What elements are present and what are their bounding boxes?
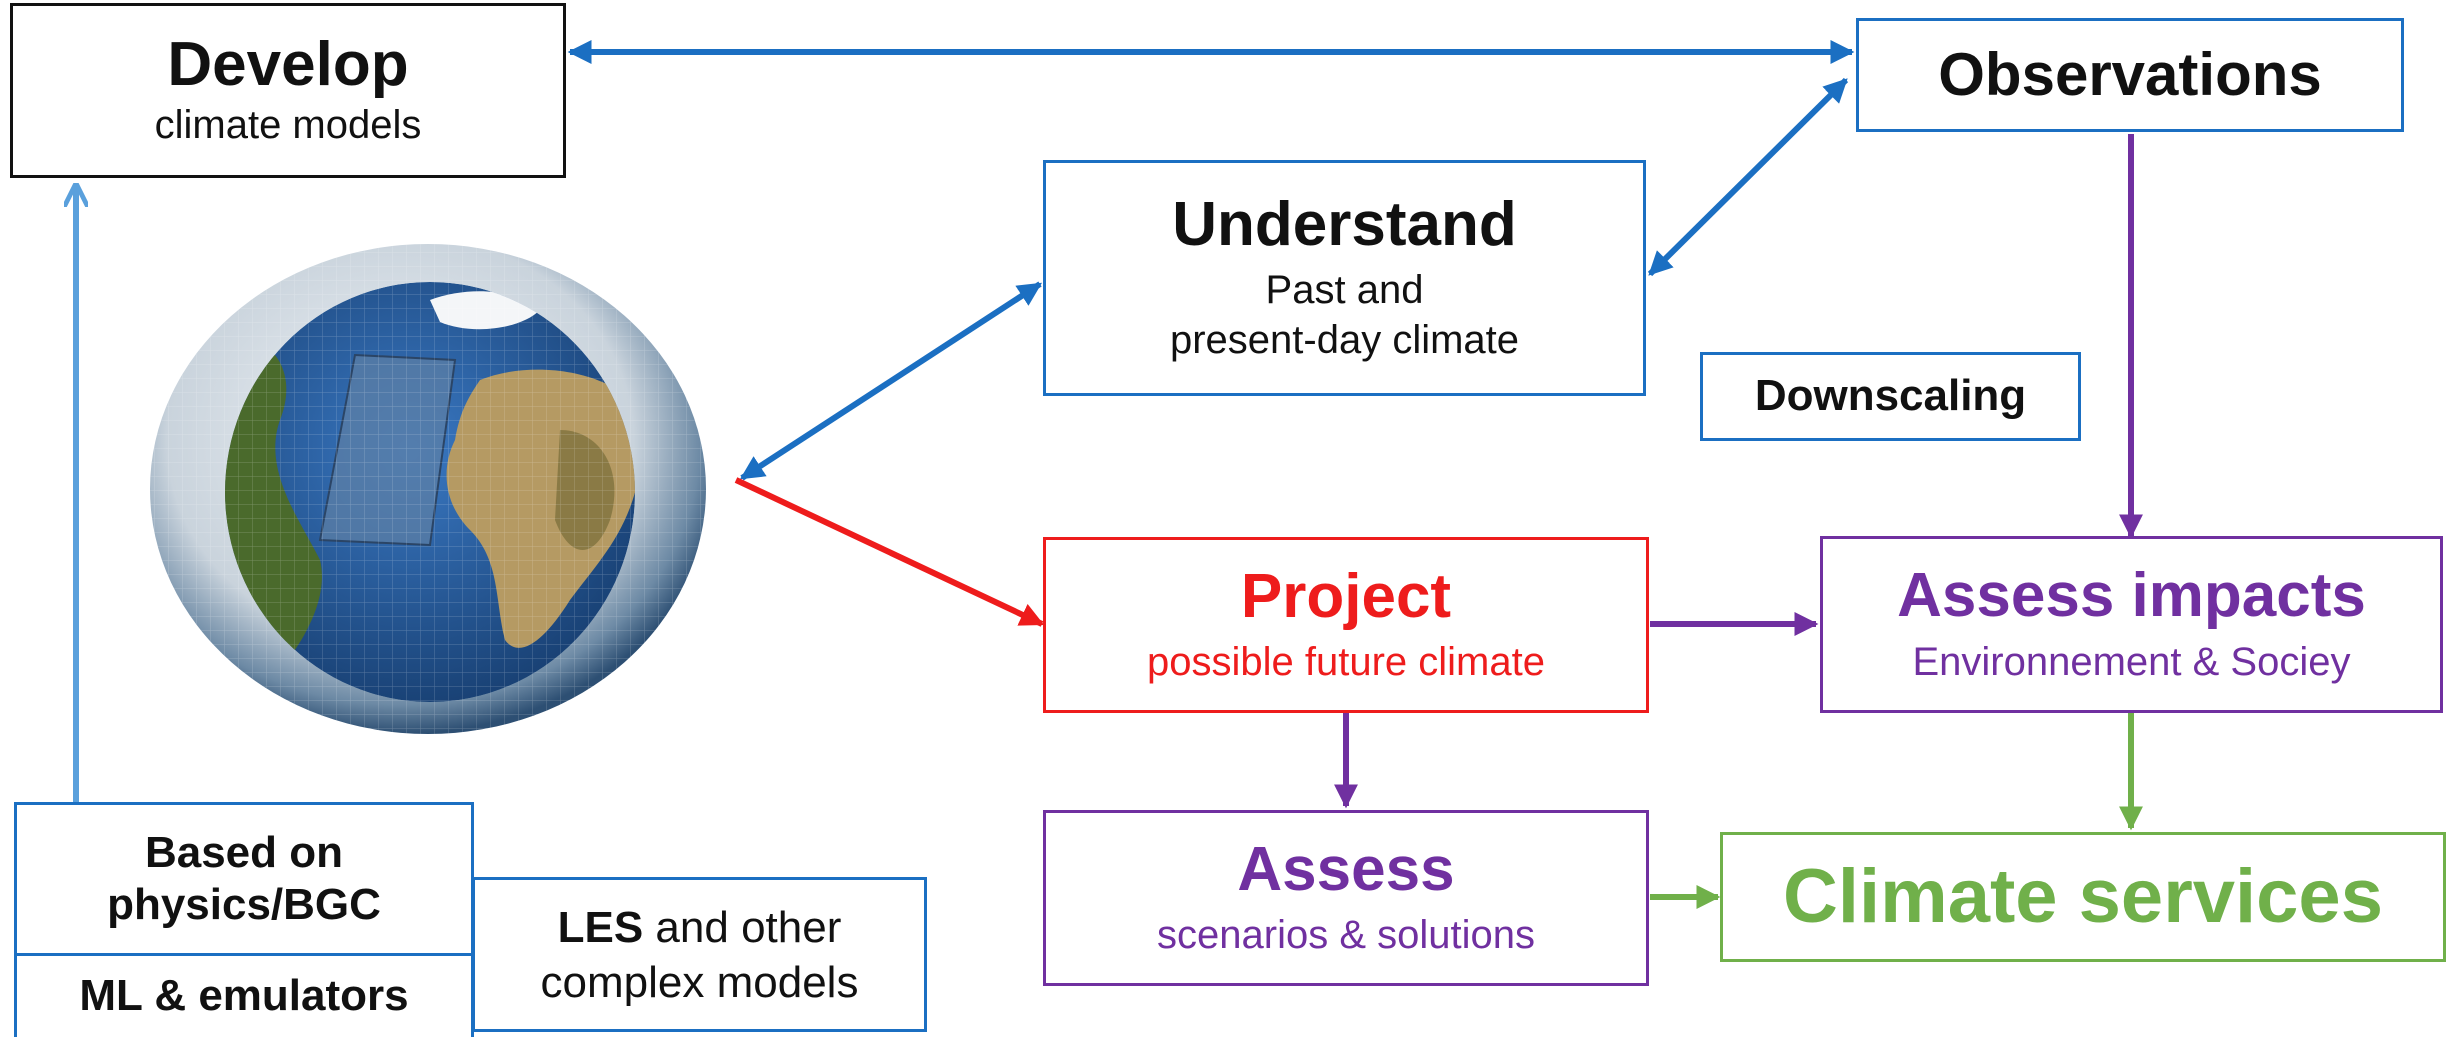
downscaling-box: Downscaling [1700, 352, 2081, 441]
observations-box: Observations [1856, 18, 2404, 132]
develop-subtitle: climate models [154, 102, 422, 147]
ml-emulators-label: ML & emulators [79, 971, 409, 1021]
project-title: Project [1240, 561, 1452, 631]
understand-title: Understand [1172, 189, 1517, 259]
climate-services-title: Climate services [1783, 854, 2383, 940]
assess-impacts-box: Assess impacts Environnement & Sociey [1820, 536, 2443, 713]
understand-subtitle-line1: Past and [1265, 268, 1424, 313]
arrow-observations-understand [1647, 77, 1849, 277]
les-box: LES and other complex models [472, 877, 927, 1032]
climate-services-box: Climate services [1720, 832, 2446, 962]
understand-subtitle-line2: present-day climate [1169, 318, 1520, 363]
assess-impacts-title: Assess impacts [1897, 561, 2366, 631]
les-line2: complex models [540, 957, 859, 1007]
understand-box: Understand Past and present-day climate [1043, 160, 1646, 396]
assess-impacts-subtitle: Environnement & Sociey [1912, 639, 2351, 684]
arrow-globe-understand [739, 281, 1043, 481]
ml-emulators-box: ML & emulators [14, 953, 474, 1037]
assess-title: Assess [1237, 834, 1455, 904]
project-subtitle: possible future climate [1147, 640, 1545, 685]
develop-box: Develop climate models [10, 3, 566, 178]
physics-box: Based on physics/BGC [14, 802, 474, 956]
observations-title: Observations [1938, 41, 2322, 108]
assess-box: Assess scenarios & solutions [1043, 810, 1649, 986]
les-line1: LES and other [558, 900, 842, 955]
les-rest: and other [643, 902, 842, 952]
assess-subtitle: scenarios & solutions [1157, 913, 1535, 958]
les-bold: LES [557, 902, 644, 952]
develop-title: Develop [167, 30, 409, 100]
arrow-globe-project [734, 477, 1045, 627]
physics-line2: physics/BGC [107, 880, 381, 929]
project-box: Project possible future climate [1043, 537, 1649, 713]
downscaling-label: Downscaling [1754, 371, 2027, 421]
physics-line1: Based on [144, 827, 344, 877]
